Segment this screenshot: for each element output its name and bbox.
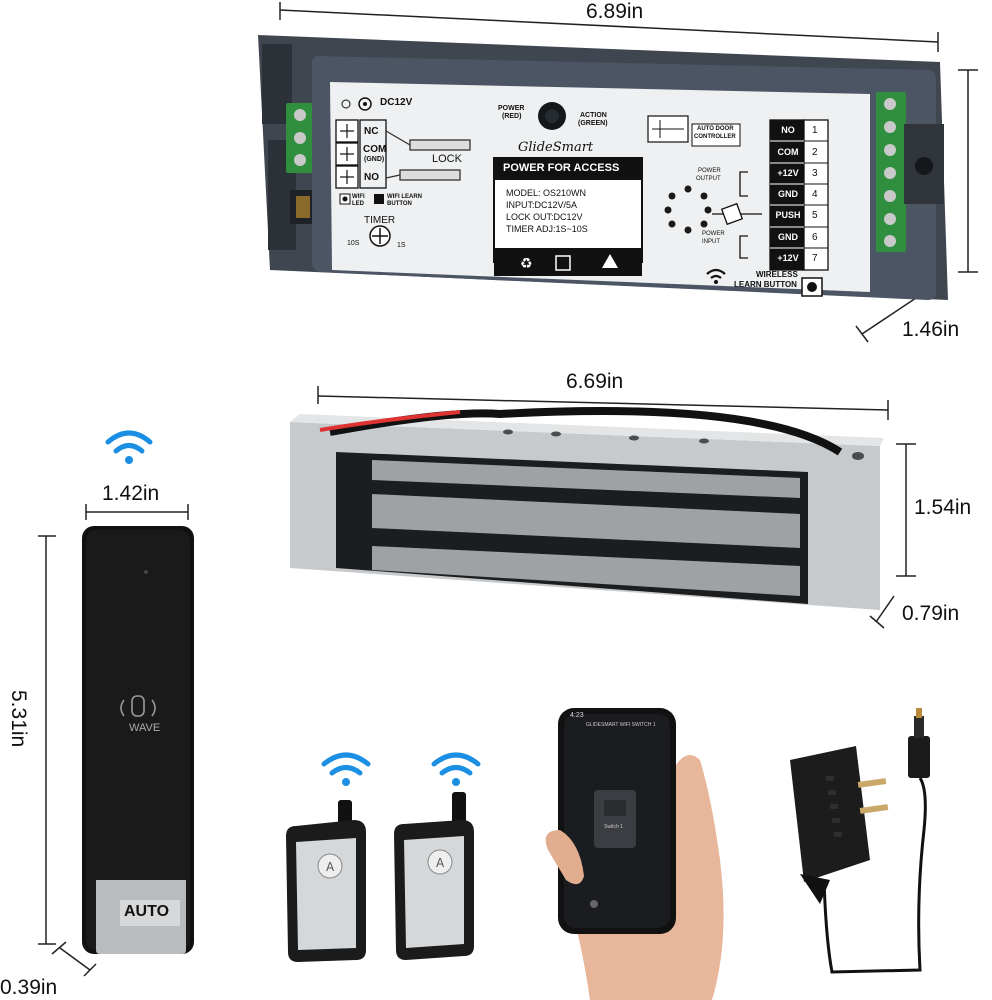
timer-max-label: 1S [397, 242, 406, 249]
lock-depth-label: 0.79in [902, 602, 960, 625]
warning-strip [494, 248, 642, 276]
right-terminal-6-label: GND [778, 232, 798, 242]
phone-time: 4:23 [570, 712, 584, 719]
lock-height-label: 1.54in [914, 496, 972, 519]
remote-2-wifi-icon [431, 752, 481, 776]
wave-hand-icon [120, 695, 156, 717]
power-output-label-2: OUTPUT [696, 176, 721, 182]
lock-label: LOCK [432, 153, 462, 165]
info-model: MODEL: OS210WN [506, 188, 587, 198]
sensor-depth-dimension-line [51, 941, 97, 977]
lock-width-dimension-line [317, 386, 889, 420]
phone-switch-label: Switch 1 [604, 824, 623, 830]
power-input-label-2: INPUT [702, 239, 720, 245]
right-terminal-4-label: GND [778, 189, 798, 199]
wifi-learn-label-2: BUTTON [387, 201, 412, 207]
info-timer-adj: TIMER ADJ:1S~10S [506, 224, 588, 234]
auto-door-label-2: CONTROLLER [694, 134, 736, 140]
sensor-wifi-icon [105, 430, 153, 454]
right-terminal-2-label: COM [777, 147, 799, 157]
timer-label: TIMER [364, 215, 396, 226]
right-terminal-4-num: 4 [812, 189, 818, 200]
info-lock-out: LOCK OUT:DC12V [506, 212, 583, 222]
lock-diagram [385, 130, 471, 181]
right-terminal-6-num: 6 [812, 232, 818, 243]
buzzer-holes [664, 185, 712, 234]
svg-text:♻: ♻ [520, 256, 533, 272]
adapter-cable [822, 777, 927, 974]
wireless-learn-label: WIRELESS [756, 270, 798, 279]
info-input: INPUT:DC12V/5A [506, 200, 578, 210]
right-terminal-5-num: 5 [812, 210, 818, 221]
right-terminal-7-num: 7 [812, 253, 818, 264]
lock-depth-dimension-line [869, 595, 895, 629]
wifi-led-label-2: LED [352, 201, 364, 207]
power-input-label: POWER [702, 231, 725, 237]
controller-width-label: 6.89in [586, 0, 644, 23]
right-terminal-3-num: 3 [812, 168, 818, 179]
wireless-learn-label-2: LEARN BUTTON [734, 280, 797, 289]
sensor-width-dimension-line [85, 504, 189, 520]
power-led-color-label: (RED) [502, 113, 522, 120]
controller-depth-label: 1.46in [902, 318, 960, 341]
power-output-label: POWER [698, 168, 721, 174]
controller-height-dimension-line [958, 69, 978, 273]
info-panel-title: POWER FOR ACCESS [503, 162, 620, 174]
power-led-label: POWER [498, 105, 525, 112]
remote-1-wifi-icon [321, 752, 371, 776]
right-terminal-1-num: 1 [812, 125, 818, 136]
right-terminal-1-label: NO [781, 125, 795, 135]
auto-door-label: AUTO DOOR [697, 126, 734, 132]
right-terminal-7-label: +12V [777, 253, 799, 263]
action-led-color-label: (GREEN) [578, 120, 608, 127]
wifi-learn-label: WIFI LEARN [387, 194, 422, 200]
sensor-width-label: 1.42in [102, 482, 160, 505]
right-terminal-2-num: 2 [812, 147, 818, 158]
remote-fob-2: A [394, 792, 474, 960]
auto-label: AUTO [124, 903, 170, 920]
terminal-gnd-label: (GND) [364, 156, 385, 163]
wifi-led-label: WIFI [352, 194, 365, 200]
terminal-com-label: COM [363, 144, 387, 155]
controller-width-dimension-line [279, 2, 939, 52]
adapter-body [790, 746, 870, 882]
controller-wifi-icon [706, 268, 726, 279]
remote-fob-1: A [286, 800, 366, 962]
terminal-no-label: NO [364, 172, 379, 183]
adapter-prongs [857, 778, 889, 814]
right-terminal-5-label: PUSH [775, 210, 801, 220]
timer-min-label: 10S [347, 240, 360, 247]
terminal-nc-label: NC [364, 126, 379, 137]
wave-label: WAVE [129, 722, 161, 734]
right-terminal-3-label: +12V [777, 168, 799, 178]
sensor-depth-label: 0.39in [0, 976, 58, 999]
sensor-height-dimension-line [38, 535, 56, 945]
dc-plug [908, 736, 930, 778]
phone-app-title: GLIDESMART WIFI SWITCH 1 [586, 722, 656, 728]
lock-height-dimension-line [896, 443, 916, 577]
dc-voltage-label: DC12V [380, 97, 413, 108]
svg-text:A: A [436, 856, 445, 870]
svg-text:A: A [326, 860, 335, 874]
lock-width-label: 6.69in [566, 370, 624, 393]
action-led-label: ACTION [580, 112, 607, 119]
brand-logo: GlideSmart [518, 140, 594, 155]
